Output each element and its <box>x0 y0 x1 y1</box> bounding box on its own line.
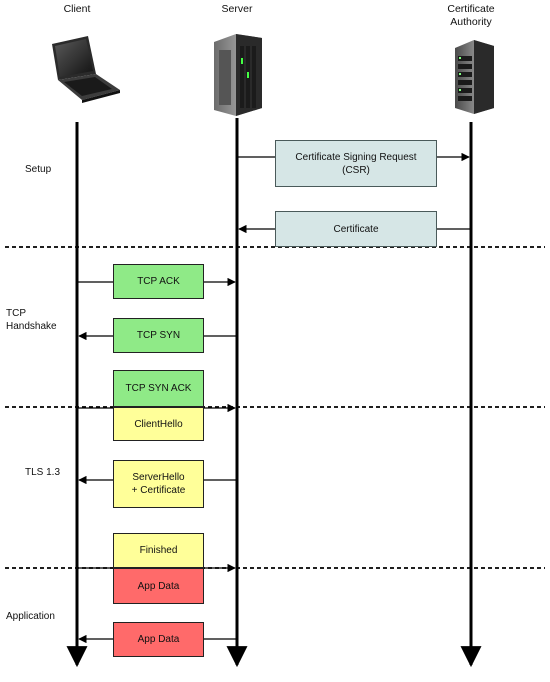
message-tcp-syn-ack: TCP SYN ACK <box>113 370 204 407</box>
laptop-icon <box>52 36 120 103</box>
server-header: Server <box>221 3 253 15</box>
message-csr: Certificate Signing Request (CSR) <box>275 140 437 187</box>
message-app-data-2: App Data <box>113 622 204 657</box>
message-tcp-syn: TCP SYN <box>113 318 204 353</box>
phase-label-tls: TLS 1.3 <box>25 467 61 478</box>
message-server-hello: ServerHello + Certificate <box>113 460 204 508</box>
server-rack-icon <box>455 40 494 114</box>
server-tower-icon <box>214 34 262 116</box>
phase-label-tcp: TCP Handshake <box>6 308 57 332</box>
ca-header: Certificate Authority <box>447 3 495 28</box>
client-header: Client <box>63 3 91 15</box>
message-tcp-ack: TCP ACK <box>113 264 204 299</box>
message-finished: Finished <box>113 533 204 568</box>
phase-label-setup: Setup <box>25 164 52 175</box>
message-app-data-1: App Data <box>113 568 204 604</box>
message-client-hello: ClientHello <box>113 407 204 441</box>
phase-label-application: Application <box>6 611 55 622</box>
message-certificate: Certificate <box>275 211 437 247</box>
